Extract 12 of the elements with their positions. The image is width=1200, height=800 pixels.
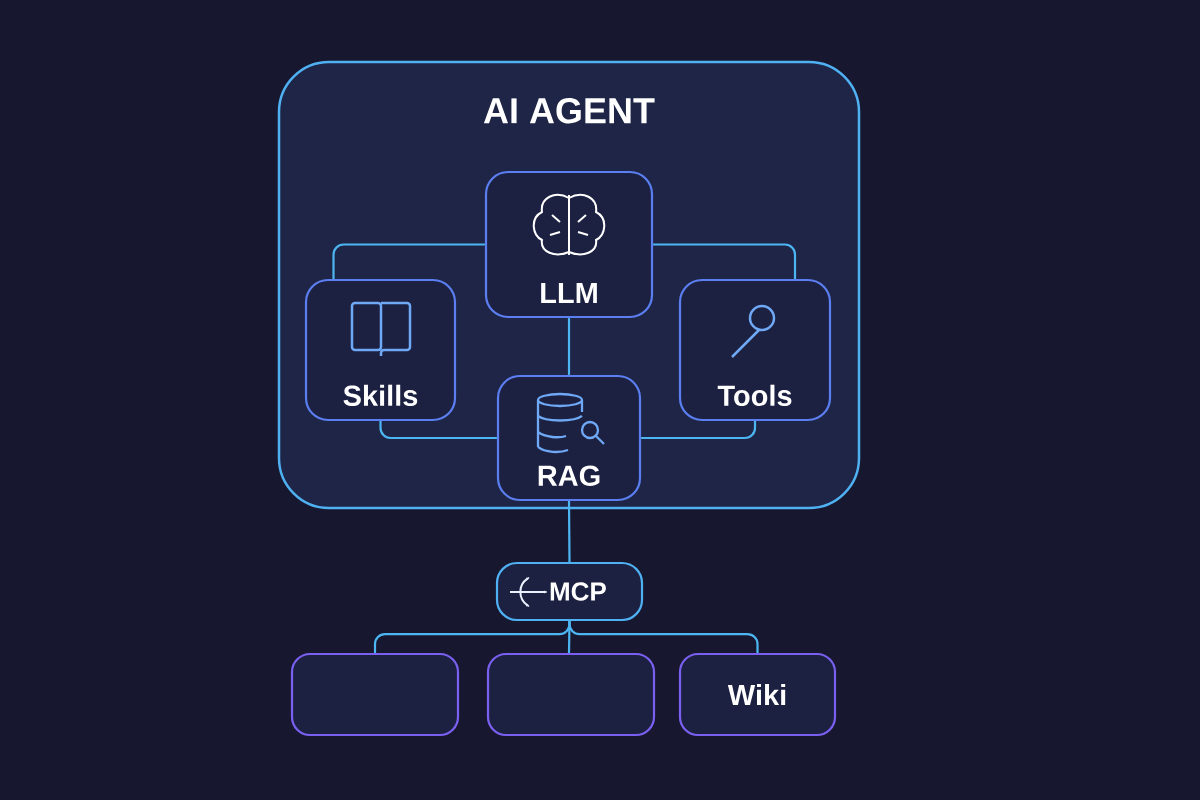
component-box: Skills xyxy=(304,278,457,422)
component-box xyxy=(486,652,656,737)
component-box: Tools xyxy=(678,278,832,422)
connector-line xyxy=(567,318,571,375)
component-box: Wiki xyxy=(678,652,837,737)
component-box: LLM xyxy=(484,170,654,319)
protocol-box: MCP xyxy=(495,561,644,622)
connector-line xyxy=(567,501,571,562)
component-box xyxy=(290,652,460,737)
connector-line xyxy=(653,243,797,279)
connector-line xyxy=(332,243,485,279)
component-box: RAG xyxy=(496,374,642,502)
